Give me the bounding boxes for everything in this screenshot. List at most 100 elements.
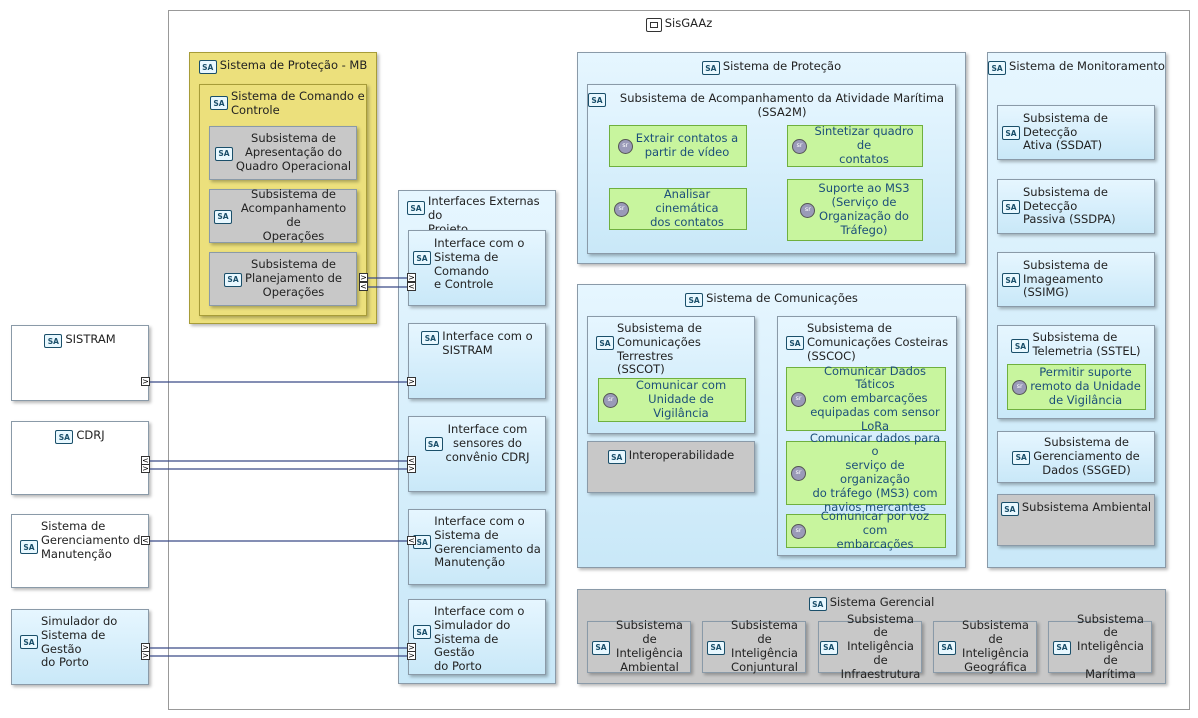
port-icon: > (141, 377, 150, 386)
external-label: Sistema de Gerenciamento da Manutenção (41, 519, 148, 561)
subsystem-icon: SA (1011, 339, 1030, 353)
subsystem-icon: SA (407, 201, 425, 215)
subsystem-icon: SA (701, 61, 720, 75)
subsystem-icon: SA (421, 331, 440, 345)
gerencial-title: Sistema Gerencial (829, 595, 935, 609)
system-icon (645, 18, 662, 32)
external-label: Simulador do Sistema de Gestão do Porto (41, 614, 118, 670)
interface-label: Interface com o Sistema de Gerenciamento… (434, 514, 541, 570)
protecao-title: Sistema de Proteção (722, 59, 842, 73)
mb-title: Sistema de Proteção - MB (219, 58, 368, 72)
subsistema-inteligencia-geografica[interactable]: SA Subsistema de Inteligência Geográfica (933, 618, 1037, 674)
function-label: Analisar cinemática dos contatos (650, 187, 724, 229)
ssa2m-title: Subsistema de Acompanhamento da Atividad… (619, 91, 945, 119)
gerencial-item-label: Subsistema de Inteligência Geográfica (962, 618, 1029, 674)
item-label: Subsistema de Acompanhamento de Operaçõe… (240, 187, 347, 243)
monitor-item-label: Subsistema Ambiental (1021, 500, 1152, 514)
port-icon: < (407, 282, 416, 291)
sscoc-title: Subsistema de Comunicações Costeiras (SS… (807, 321, 949, 363)
monitor-item-label: Subsistema de Imageamento (SSIMG) (1023, 257, 1108, 300)
subsystem-icon: SA (1002, 126, 1020, 140)
function-icon: sr (791, 465, 806, 481)
subsystem-icon: SA (214, 146, 233, 161)
function-label: Comunicar dados para o serviço de organi… (809, 430, 941, 514)
interface-label: Interface com o Simulador do Sistema de … (434, 604, 525, 674)
function-icon: sr (617, 138, 633, 154)
port-icon: > (407, 377, 416, 386)
function-icon: sr (603, 392, 618, 408)
function-icon: sr (1012, 379, 1028, 395)
comando-title: Sistema de Comando e Controle (231, 89, 365, 117)
function-label: Sintetizar quadro de contatos (814, 124, 914, 166)
sscot-title: Subsistema de Comunicações Terrestres (S… (617, 321, 702, 377)
subsystem-icon: SA (786, 336, 804, 350)
port-icon: < (141, 536, 150, 545)
root-title: SisGAAz (664, 16, 713, 30)
subsystem-icon: SA (607, 450, 626, 464)
subsystem-icon: SA (707, 640, 725, 655)
external-label: CDRJ (76, 428, 105, 442)
port-icon: < (407, 536, 416, 545)
subsystem-icon: SA (413, 251, 431, 265)
subsystem-icon: SA (214, 209, 232, 224)
interface-label: Interface com o Sistema de Comando e Con… (434, 236, 525, 292)
subsystem-icon: SA (44, 334, 63, 348)
interface-label: Interface com o SISTRAM (442, 329, 533, 357)
subsistema-inteligencia-ambiental[interactable]: SA Subsistema de Inteligência Ambiental (587, 618, 691, 674)
item-label: Subsistema de Apresentação do Quadro Ope… (235, 131, 352, 173)
subsystem-icon: SA (938, 640, 956, 655)
item-label: Subsistema de Planejamento de Operações (245, 257, 342, 299)
subsystem-icon: SA (988, 61, 1007, 75)
gerencial-item-label: Subsistema de Inteligência Conjuntural (731, 618, 798, 674)
subsistema-inteligencia-conjuntural[interactable]: SA Subsistema de Inteligência Conjuntural (702, 618, 806, 674)
subsystem-icon: SA (819, 640, 838, 655)
gerencial-item-label: Subsistema de Inteligência Ambiental (616, 618, 683, 674)
external-label: SISTRAM (65, 332, 116, 346)
gerencial-item-label: Subsistema de Inteligência de Marítima (1077, 611, 1144, 681)
subsystem-icon: SA (20, 635, 38, 649)
port-icon: > (407, 651, 416, 660)
subsystem-icon: SA (20, 540, 38, 554)
port-icon: > (407, 273, 416, 282)
subsystem-icon: SA (1002, 273, 1020, 287)
function-icon: sr (791, 523, 806, 539)
subsystem-icon: SA (592, 640, 610, 655)
subsystem-icon: SA (588, 93, 606, 107)
subsystem-icon: SA (224, 272, 243, 287)
subsystem-icon: SA (413, 625, 431, 639)
interoperabilidade-label: Interoperabilidade (628, 448, 735, 462)
monitoramento-title: Sistema de Monitoramento (1009, 59, 1165, 73)
monitor-item-label: Subsistema de Detecção Ativa (SSDAT) (1023, 110, 1108, 153)
function-label: Permitir suporte remoto da Unidade de Vi… (1030, 365, 1141, 407)
subsistema-acompanhamento-operacoes[interactable]: SA Subsistema de Acompanhamento de Operaç… (209, 187, 357, 243)
monitor-item-label: Subsistema de Gerenciamento de Dados (SS… (1033, 435, 1140, 477)
